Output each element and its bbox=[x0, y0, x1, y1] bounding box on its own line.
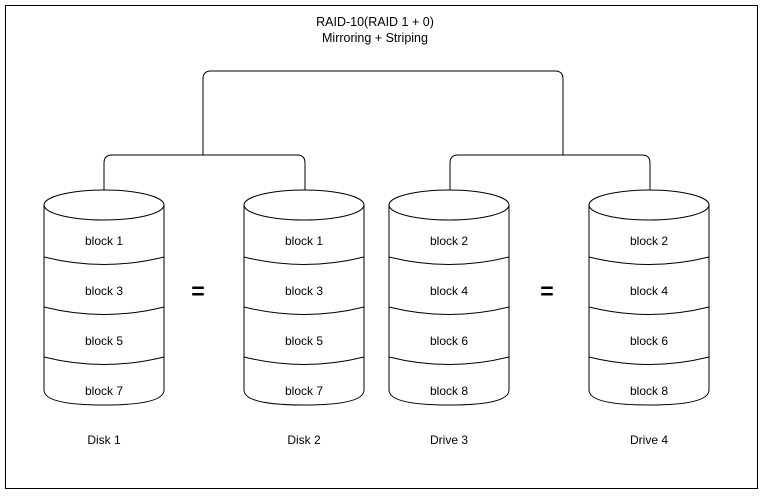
disk-1-name-label: Disk 1 bbox=[87, 433, 121, 447]
disk-3-block-label-2: block 4 bbox=[430, 284, 468, 298]
disk-1-block-label-2: block 3 bbox=[85, 284, 123, 298]
disk-1-block-label-3: block 5 bbox=[85, 334, 123, 348]
equals-sign-right-pair: = bbox=[540, 278, 553, 304]
disk-1-top-ellipse bbox=[43, 189, 165, 221]
connector-right-pair-bracket bbox=[449, 154, 651, 198]
disk-2-block-label-3: block 5 bbox=[285, 334, 323, 348]
connector-left-pair-bracket bbox=[103, 154, 306, 198]
disk-3-divider-3 bbox=[388, 356, 510, 365]
disk-4-body bbox=[588, 204, 710, 406]
disk-3-divider-1 bbox=[388, 256, 510, 265]
disk-3-block-label-4: block 8 bbox=[430, 384, 468, 398]
diagram-border-frame bbox=[5, 5, 758, 489]
disk-2-divider-1 bbox=[243, 256, 365, 265]
disk-4-block-label-3: block 6 bbox=[630, 334, 668, 348]
disk-1-body bbox=[43, 204, 165, 406]
equals-sign-left-pair: = bbox=[191, 278, 204, 304]
disk-1-divider-1 bbox=[43, 256, 165, 265]
disk-4-block-label-4: block 8 bbox=[630, 384, 668, 398]
disk-3-block-label-1: block 2 bbox=[430, 234, 468, 248]
disk-3-name-label: Drive 3 bbox=[430, 433, 468, 447]
disk-3-body bbox=[388, 204, 510, 406]
disk-cylinder-4: block 2 block 4 block 6 block 8 Drive 4 bbox=[588, 189, 710, 447]
disk-1-block-label-1: block 1 bbox=[85, 234, 123, 248]
diagram-title-line-2: Mirroring + Striping bbox=[322, 31, 428, 45]
disk-cylinder-3: block 2 block 4 block 6 block 8 Drive 3 bbox=[388, 189, 510, 447]
disk-2-block-label-4: block 7 bbox=[285, 384, 323, 398]
disk-4-divider-3 bbox=[588, 356, 710, 365]
disk-4-divider-1 bbox=[588, 256, 710, 265]
disk-cylinder-2: block 1 block 3 block 5 block 7 Disk 2 bbox=[243, 189, 365, 447]
disk-3-block-label-3: block 6 bbox=[430, 334, 468, 348]
disk-2-name-label: Disk 2 bbox=[287, 433, 321, 447]
disk-4-block-label-1: block 2 bbox=[630, 234, 668, 248]
disk-1-block-label-4: block 7 bbox=[85, 384, 123, 398]
disk-3-divider-2 bbox=[388, 306, 510, 315]
disk-2-body bbox=[243, 204, 365, 406]
disk-1-divider-3 bbox=[43, 356, 165, 365]
connector-top-bracket bbox=[202, 70, 564, 155]
disk-1-divider-2 bbox=[43, 306, 165, 315]
disk-3-top-ellipse bbox=[388, 189, 510, 221]
disk-4-divider-2 bbox=[588, 306, 710, 315]
disk-2-block-label-2: block 3 bbox=[285, 284, 323, 298]
disk-4-block-label-2: block 4 bbox=[630, 284, 668, 298]
disk-cylinder-1: block 1 block 3 block 5 block 7 Disk 1 bbox=[43, 189, 165, 447]
disk-2-block-label-1: block 1 bbox=[285, 234, 323, 248]
disk-2-divider-3 bbox=[243, 356, 365, 365]
disk-4-name-label: Drive 4 bbox=[630, 433, 668, 447]
disk-2-divider-2 bbox=[243, 306, 365, 315]
disk-4-top-ellipse bbox=[588, 189, 710, 221]
diagram-title-line-1: RAID-10(RAID 1 + 0) bbox=[316, 15, 434, 29]
disk-2-top-ellipse bbox=[243, 189, 365, 221]
